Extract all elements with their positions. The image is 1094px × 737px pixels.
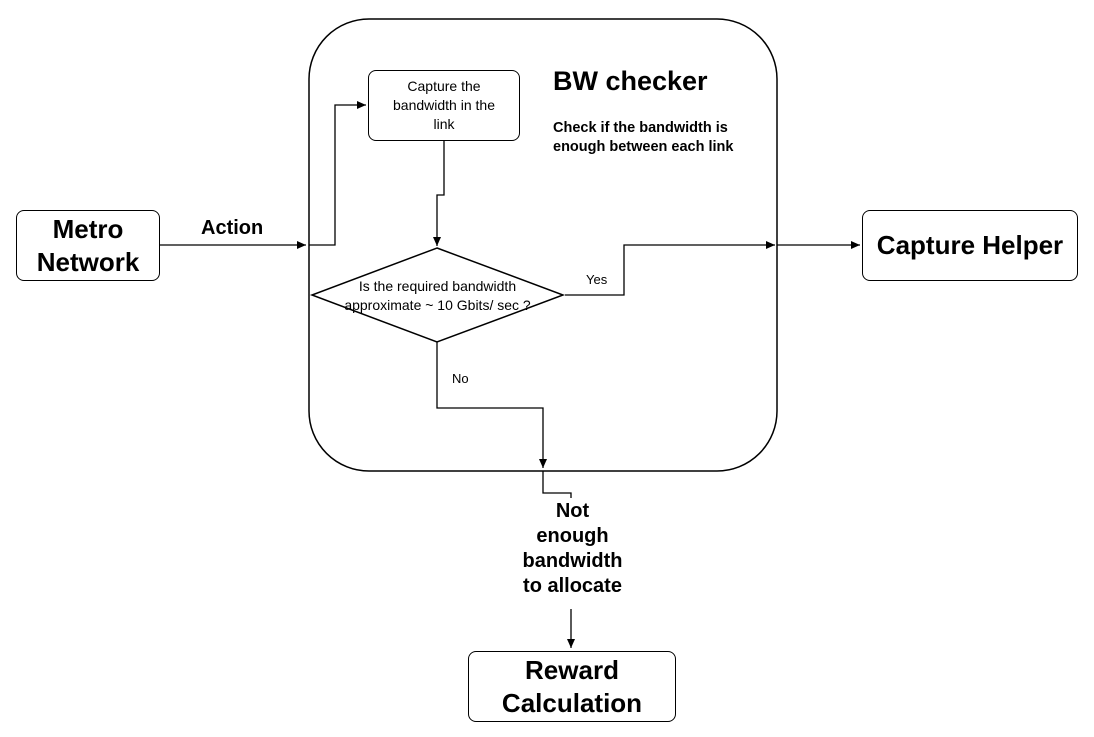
capture-bandwidth-node: Capture the bandwidth in the link bbox=[368, 70, 520, 141]
edge-no bbox=[436, 342, 547, 468]
edge-label-yes: Yes bbox=[586, 272, 608, 287]
edge-label-action: Action bbox=[201, 217, 264, 239]
capture-helper-label: Capture Helper bbox=[876, 230, 1064, 260]
edge-to-decision bbox=[433, 141, 445, 246]
bw-checker-title: BW checker bbox=[553, 66, 708, 96]
edge-yes bbox=[565, 241, 775, 296]
edge-label-no: No bbox=[452, 371, 469, 386]
metro-network-node: Metro Network bbox=[16, 210, 160, 281]
capture-helper-node: Capture Helper bbox=[862, 210, 1078, 281]
reward-calculation-label: Reward Calculation bbox=[501, 654, 643, 718]
decision-label: Is the required bandwidth approximate ~ … bbox=[312, 276, 563, 316]
edge-no-stub bbox=[542, 471, 572, 498]
edge-to-capture-bandwidth bbox=[309, 101, 366, 246]
not-enough-bandwidth-label: Not enough bandwidth to allocate bbox=[522, 500, 623, 597]
reward-calculation-node: Reward Calculation bbox=[468, 651, 676, 722]
metro-network-label: Metro Network bbox=[36, 213, 140, 277]
capture-bandwidth-label: Capture the bandwidth in the link bbox=[393, 78, 495, 132]
bw-checker-description: Check if the bandwidth is enough between… bbox=[553, 120, 734, 155]
decision-text: Is the required bandwidth approximate ~ … bbox=[344, 278, 531, 313]
